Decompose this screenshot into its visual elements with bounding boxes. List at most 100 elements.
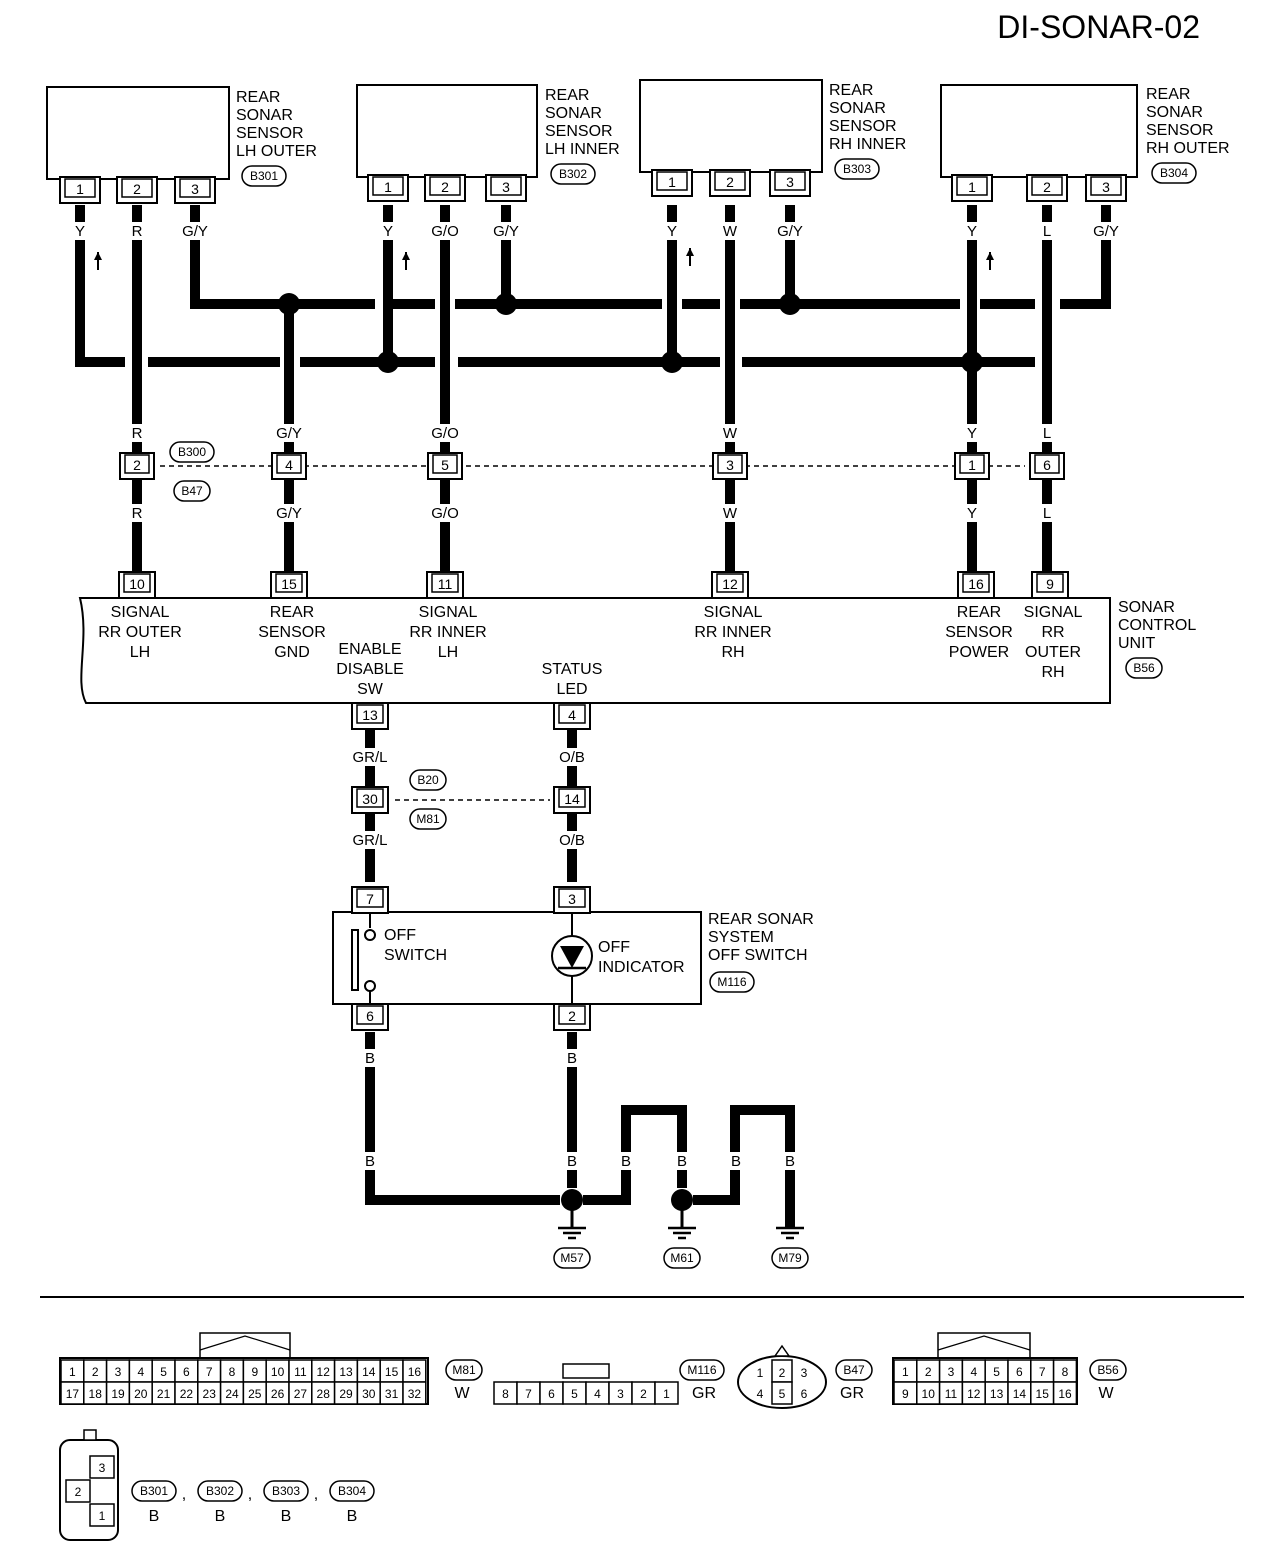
wire-color-label: B	[567, 1153, 577, 1170]
wire-label-bg	[350, 748, 390, 766]
connector-view-badge	[445, 1359, 483, 1381]
ground-point-badge	[553, 1247, 591, 1269]
pin-number: 1	[968, 457, 976, 473]
wire-label-bg	[565, 1152, 579, 1170]
wire-label-bg	[73, 222, 87, 240]
sensor-label: REAR	[236, 89, 280, 106]
control-unit-pin-label: DISABLE	[336, 661, 404, 678]
pin-inner	[372, 176, 404, 196]
wire-label-bg	[1040, 504, 1054, 522]
pin-number: 9	[1046, 576, 1054, 592]
separator-comma: ,	[248, 1486, 252, 1503]
wire-color-label: Y	[967, 505, 977, 522]
connector-view-badge	[131, 1480, 177, 1502]
pin-number: 2	[133, 457, 141, 473]
wire-label-bg	[273, 504, 305, 522]
sensor-label: LH INNER	[545, 141, 620, 158]
pin-inner	[558, 788, 586, 808]
control-unit-label: UNIT	[1118, 635, 1156, 652]
wire-label-bg	[965, 424, 979, 442]
pin-inner	[714, 171, 746, 191]
wire-label-bg	[130, 424, 144, 442]
pin-number: 31	[385, 1387, 399, 1401]
connector-id: B301	[250, 169, 278, 183]
control-unit-pin-label: POWER	[949, 644, 1009, 661]
connector-id: B301	[140, 1484, 168, 1498]
connector-lock	[937, 1332, 1031, 1358]
pin-number: 5	[441, 457, 449, 473]
sensor-label: REAR	[545, 87, 589, 104]
sensor-label: SONAR	[545, 105, 602, 122]
wire-label-bg	[556, 748, 588, 766]
pin-inner	[1031, 176, 1063, 196]
pin-number: 19	[111, 1387, 125, 1401]
pin-number: 3	[726, 457, 734, 473]
ground-point-badge	[771, 1247, 809, 1269]
connector-color: B	[347, 1508, 358, 1525]
pin-number: 2	[1043, 179, 1051, 195]
pin-number: 8	[502, 1387, 509, 1401]
wire-color-label: Y	[383, 223, 393, 240]
wire-color-label: B	[567, 1050, 577, 1067]
connector-id: B300	[178, 445, 206, 459]
b56-pin-cell	[1052, 1381, 1078, 1405]
off-switch-label: OFF	[384, 927, 416, 944]
wire-color-label: G/Y	[777, 223, 803, 240]
ground-point-badge	[663, 1247, 701, 1269]
sensor-connector-badge	[1151, 162, 1197, 184]
connector-lock	[199, 1335, 291, 1351]
pin-number: 2	[92, 1365, 99, 1379]
control-unit-pin-label: RH	[721, 644, 744, 661]
wire-label-bg	[665, 222, 679, 240]
wire-color-label: G/Y	[1093, 223, 1119, 240]
connector-id: B47	[181, 484, 203, 498]
pin-inner	[558, 704, 586, 724]
harness-connector-badge	[409, 808, 447, 830]
pin-number: 27	[294, 1387, 308, 1401]
switch-contact	[364, 980, 376, 992]
pin-number: 7	[366, 891, 374, 907]
pin-number: 3	[801, 1366, 808, 1380]
connector-color: W	[1098, 1385, 1114, 1402]
splice-point	[377, 351, 399, 373]
connector-id: B302	[206, 1484, 234, 1498]
pin-number: 16	[968, 576, 984, 592]
pin-inner	[1090, 176, 1122, 196]
pin-number: 2	[441, 179, 449, 195]
wire-color-label: G/Y	[493, 223, 519, 240]
wire-label-bg	[556, 831, 588, 849]
off-switch-title: OFF SWITCH	[708, 947, 808, 964]
wire-color-label: L	[1043, 505, 1051, 522]
sonar-sensor-box	[356, 84, 538, 178]
connector-id: B303	[843, 162, 871, 176]
wire-label-bg	[1040, 222, 1054, 240]
wire-label-bg	[619, 1152, 633, 1170]
sensor-pin-cell	[89, 1503, 115, 1527]
pin-inner	[356, 704, 384, 724]
pin-number: 1	[663, 1387, 670, 1401]
pin-number: 2	[726, 174, 734, 190]
connector-id: B303	[272, 1484, 300, 1498]
pin-number: 11	[438, 576, 453, 592]
sensor-label: SONAR	[1146, 104, 1203, 121]
wire-label-bg	[723, 222, 737, 240]
connector-id: B304	[338, 1484, 366, 1498]
connector-id: B47	[843, 1363, 865, 1377]
wire-b	[583, 1105, 687, 1205]
m81-pin-cell	[402, 1381, 427, 1405]
pin-inner	[64, 178, 96, 198]
connector-color: B	[281, 1508, 292, 1525]
connector-id: B20	[417, 773, 439, 787]
wire-color-label: R	[132, 505, 143, 522]
wire-color-label: Y	[967, 425, 977, 442]
wire-color-label: W	[723, 505, 738, 522]
pin-number: 10	[922, 1387, 936, 1401]
pin-number: 1	[668, 174, 676, 190]
wire-color-label: Y	[75, 223, 85, 240]
splice-point	[561, 1189, 583, 1211]
control-unit-pin-label: SIGNAL	[111, 604, 170, 621]
arrow-head	[94, 252, 102, 260]
connector-id: M116	[717, 975, 746, 989]
control-unit-label: SONAR	[1118, 599, 1175, 616]
pin-number: 20	[134, 1387, 148, 1401]
